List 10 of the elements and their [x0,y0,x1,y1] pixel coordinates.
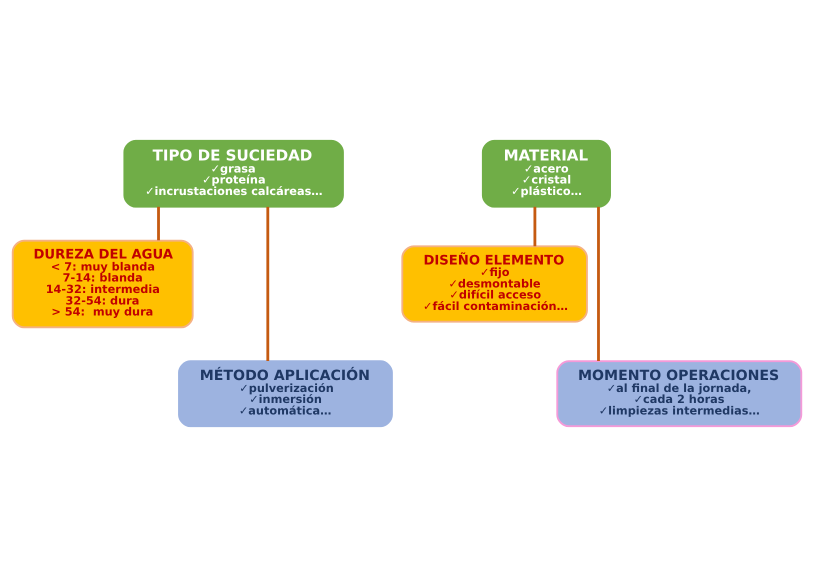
connector [266,206,270,360]
node-box: DISEÑO ELEMENTO ✓fijo ✓desmontable ✓difícil acceso ✓fácil contaminación… [401,244,588,322]
node-box: TIPO DE SUCIEDAD ✓grasa ✓proteína ✓incrustaciones calcáreas… [123,139,344,208]
connector [597,206,600,360]
node-box: MÉTODO APLICACIÓN ✓pulverización ✓inmersión ✓automática… [178,360,393,427]
node-box: MOMENTO OPERACIONES ✓al final de la jornada, ✓cada 2 horas ✓limpiezas intermedias… [556,360,802,427]
node-box: DUREZA DEL AGUA < 7: muy blanda 7-14: blanda 14-32: intermedia 32-54: dura > 54: muy dura [12,239,194,328]
connector [533,206,536,246]
connector [157,206,160,240]
node-box: MATERIAL ✓acero ✓cristal ✓plástico… [482,139,611,208]
